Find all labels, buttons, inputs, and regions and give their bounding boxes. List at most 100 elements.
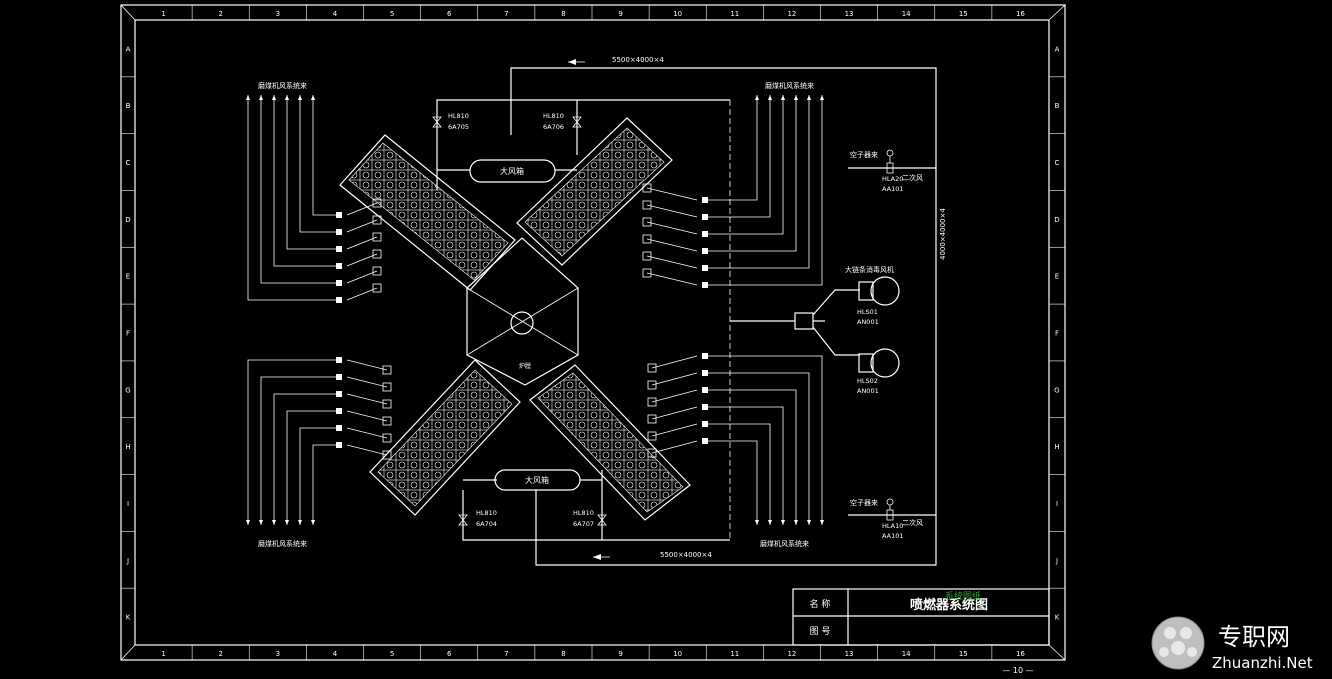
row-label: C [1055,159,1060,167]
svg-text:HL810: HL810 [476,509,497,517]
elevation-label: E [337,280,341,288]
row-label: K [126,614,131,622]
column-label: 7 [504,650,508,658]
page-number: — 10 — [1002,666,1033,675]
row-label: F [126,330,130,338]
header-top-left: 磨煤机风系统来 [258,81,307,90]
fan-group-label: 大链条消毒风机 [845,265,894,274]
column-label: 3 [276,650,280,658]
column-label: 9 [618,650,622,658]
row-label: E [1055,273,1059,281]
damper-valves [432,116,607,526]
column-label: 8 [561,650,565,658]
column-label: 2 [218,10,222,18]
elevation-label: A [703,197,708,205]
column-label: 10 [673,650,682,658]
row-label: I [127,500,129,508]
row-label: I [1056,500,1058,508]
column-label: 13 [845,10,854,18]
svg-text:HL810: HL810 [448,112,469,120]
valve-tag-tr: HL810 6A706 [543,112,564,131]
furnace-label: 炉膛 [519,362,531,370]
watermark-cn: 专职网 [1218,623,1290,651]
elevation-label: D [336,391,341,399]
elevation-label: C [703,231,708,239]
elevation-label: B [337,425,341,433]
column-label: 7 [504,10,508,18]
elevation-label: A [703,438,708,446]
watermark-en: Zhuanzhi.Net [1212,654,1313,672]
svg-text:HL810: HL810 [543,112,564,120]
column-label: 13 [845,650,854,658]
row-label: H [125,443,130,451]
row-label: F [1055,330,1059,338]
elevation-label: A [337,442,342,450]
column-label: 14 [902,650,911,658]
column-label: 1 [161,10,165,18]
row-label: E [126,273,130,281]
column-label: 16 [1016,10,1025,18]
windbox-pipework [436,99,730,541]
row-label: J [126,557,129,565]
column-label: 5 [390,650,394,658]
row-label: A [126,45,131,53]
elevation-label: F [337,297,341,305]
column-label: 12 [787,650,796,658]
valve-tag-tl: HL810 6A705 [448,112,469,131]
elevation-label: A [337,212,342,220]
fan-assembly: 大链条消毒风机 [730,265,894,356]
title-block: 名 称 图 号 喷燃器系统图 系统图纸 [792,588,1050,646]
svg-text:大风箱: 大风箱 [525,475,549,485]
row-label: G [125,386,130,394]
column-label: 9 [618,10,622,18]
svg-text:AN001: AN001 [857,318,879,326]
title-number-label: 图 号 [810,626,831,637]
row-label: B [1055,102,1060,110]
column-label: 16 [1016,650,1025,658]
duct-label-bottom: 5500×4000×4 [660,551,712,559]
frame-row-labels-left: A B C D E F G H I J K [125,45,130,621]
svg-text:二次风: 二次风 [902,518,923,527]
row-label: D [1054,216,1059,224]
svg-text:空子器来: 空子器来 [850,498,878,507]
row-label: A [1055,45,1060,53]
header-top-right: 磨煤机风系统来 [765,81,814,90]
elevation-label: C [337,246,342,254]
row-label: C [126,159,131,167]
svg-text:空子器来: 空子器来 [850,150,878,159]
burner-group-br [529,364,691,521]
main-duct-loop: 5500×4000×4 5500×4000×4 4000×4000×4 [510,56,947,566]
svg-text:AA101: AA101 [882,185,903,193]
windbox-top: 大风箱 [469,159,556,183]
elevation-label: D [702,387,707,395]
duct-label-right: 4000×4000×4 [939,208,947,260]
elevation-label: F [703,282,707,290]
column-label: 5 [390,10,394,18]
elevation-label: B [337,229,341,237]
row-label: J [1055,557,1058,565]
column-label: 6 [447,650,452,658]
row-label: G [1054,386,1059,394]
row-label: D [125,216,130,224]
column-label: 15 [959,10,968,18]
elevation-label: D [702,248,707,256]
column-label: 2 [218,650,222,658]
svg-text:6A706: 6A706 [543,123,564,131]
row-label: B [126,102,131,110]
column-label: 3 [276,10,280,18]
column-label: 6 [447,10,452,18]
footer-bottom-right: 磨煤机风系统来 [760,539,809,548]
column-label: 14 [902,10,911,18]
column-label: 15 [959,650,968,658]
valve-tag-bl: HL810 6A704 [476,509,497,528]
burner-group-tl [339,134,516,291]
elevation-label: B [703,214,707,222]
column-label: 10 [673,10,682,18]
column-label: 4 [333,650,338,658]
